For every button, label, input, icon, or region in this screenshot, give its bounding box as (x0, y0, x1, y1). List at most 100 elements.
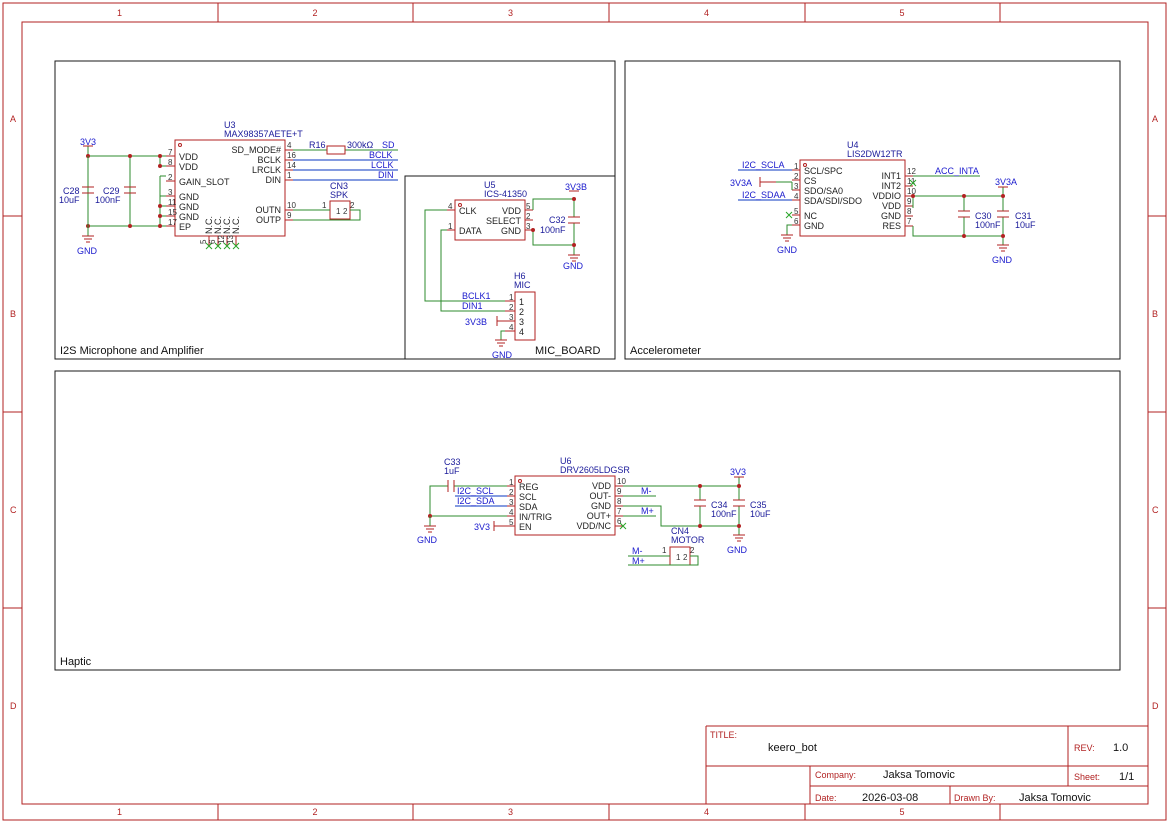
net-i2c-scl: I2C_SCL (457, 486, 494, 496)
sheet-label: Sheet: (1074, 772, 1100, 782)
cn3-value: SPK (330, 190, 348, 200)
c28-ref: C28 (63, 186, 80, 196)
c31-symbol (997, 210, 1009, 218)
pin-name: 2 (519, 307, 524, 317)
gnd-symbol (495, 339, 507, 347)
pin-number: 13 (226, 235, 235, 244)
pin-number: 7 (907, 217, 912, 226)
junction (572, 243, 576, 247)
block-haptic (54, 370, 1121, 671)
pin-number: 1 (794, 162, 799, 171)
pin-number: 3 (794, 182, 799, 191)
junction (158, 224, 162, 228)
cn3-pin2: 2 (343, 207, 348, 216)
u4-ref: U4 (847, 140, 859, 150)
net-3v3b-h6: 3V3B (465, 317, 487, 327)
frame-column-label: 3 (508, 8, 513, 18)
gnd-label: GND (563, 261, 584, 271)
net-3v3a: 3V3A (995, 177, 1017, 187)
pin-name: OUT- (590, 491, 612, 501)
cn3-pin1: 1 (336, 207, 341, 216)
reg-wire (429, 485, 507, 516)
pin-number: 15 (168, 208, 177, 217)
pin-name: CS (804, 176, 817, 186)
pin-number: 9 (287, 211, 292, 220)
pin-number: 4 (794, 192, 799, 201)
frame-row-label: B (1152, 309, 1158, 319)
cn3-pin1-num: 1 (322, 201, 327, 210)
pin-number: 3 (509, 313, 514, 322)
net-3v3b: 3V3B (565, 182, 587, 192)
junction (158, 164, 162, 168)
junction (128, 224, 132, 228)
c31-value: 10uF (1015, 220, 1036, 230)
no-connect-marker (232, 242, 240, 250)
c33-value: 1uF (444, 466, 460, 476)
pin-name: GND (179, 212, 200, 222)
frame-column-label: 2 (313, 807, 318, 817)
pin-name: LRCLK (252, 165, 281, 175)
frame-row-label: A (1152, 114, 1158, 124)
pin-name: VDD/NC (576, 521, 611, 531)
net-3v3-haptic: 3V3 (730, 467, 746, 477)
pin-name: SELECT (486, 216, 522, 226)
c35-symbol (733, 499, 745, 507)
cn3-speaker-connector[interactable]: CN3 SPK 1 2 1 2 (322, 181, 355, 220)
net-acc-inta: ACC_INTA (935, 166, 979, 176)
gnd-symbol (733, 534, 745, 542)
pin-number: 2 (794, 172, 799, 181)
c34-value: 100nF (711, 509, 737, 519)
gnd-label: GND (777, 245, 798, 255)
outp-wire (293, 209, 361, 221)
r16-value: 300kΩ (347, 140, 374, 150)
cn4-value: MOTOR (671, 535, 705, 545)
pin-name: VDD (179, 152, 199, 162)
pin-name: VDDIO (872, 191, 901, 201)
c29-symbol (124, 186, 136, 194)
pin-number: 7 (617, 507, 622, 516)
pin-name: 4 (519, 327, 524, 337)
no-connect-marker (205, 242, 213, 250)
c28-symbol (82, 186, 94, 194)
clk-wire (424, 209, 505, 302)
pin-number: 1 (448, 222, 453, 231)
gnd-label: GND (77, 246, 98, 256)
gnd-label: GND (727, 545, 748, 555)
pin-number: 1 (509, 293, 514, 302)
u3-value: MAX98357AETE+T (224, 129, 303, 139)
frame-column-label: 2 (313, 8, 318, 18)
pin-name: CLK (459, 206, 477, 216)
pin-name: N.C. (222, 216, 232, 234)
title-block: TITLE: keero_bot REV: 1.0 Company: Jaksa… (705, 725, 1148, 804)
pin-name: OUTP (256, 215, 281, 225)
cn4-pin1-num: 1 (662, 546, 667, 555)
c33-symbol (447, 480, 455, 492)
pin-number: 12 (217, 235, 226, 244)
power-flag (493, 521, 507, 531)
pin-number: 3 (526, 222, 531, 231)
pin-number: 4 (287, 141, 292, 150)
frame-row-label: B (10, 309, 16, 319)
cn4-pin1: 1 (676, 553, 681, 562)
pin-name: NC (804, 211, 817, 221)
company-value: Jaksa Tomovic (883, 769, 955, 781)
frame-column-label: 4 (704, 807, 709, 817)
net-3v3a-u4: 3V3A (730, 178, 752, 188)
frame-row-label: D (10, 701, 17, 711)
title-value: keero_bot (768, 742, 817, 754)
u3-ref: U3 (224, 120, 236, 130)
title-block-grid (705, 725, 1148, 804)
h6-body (514, 291, 536, 341)
u6-value: DRV2605LDGSR (560, 465, 630, 475)
u4-right-pins: 12INT111INT210VDDIO9VDD8GND7RES (872, 167, 916, 231)
u6-ref: U6 (560, 456, 572, 466)
pin-number: 10 (287, 201, 296, 210)
